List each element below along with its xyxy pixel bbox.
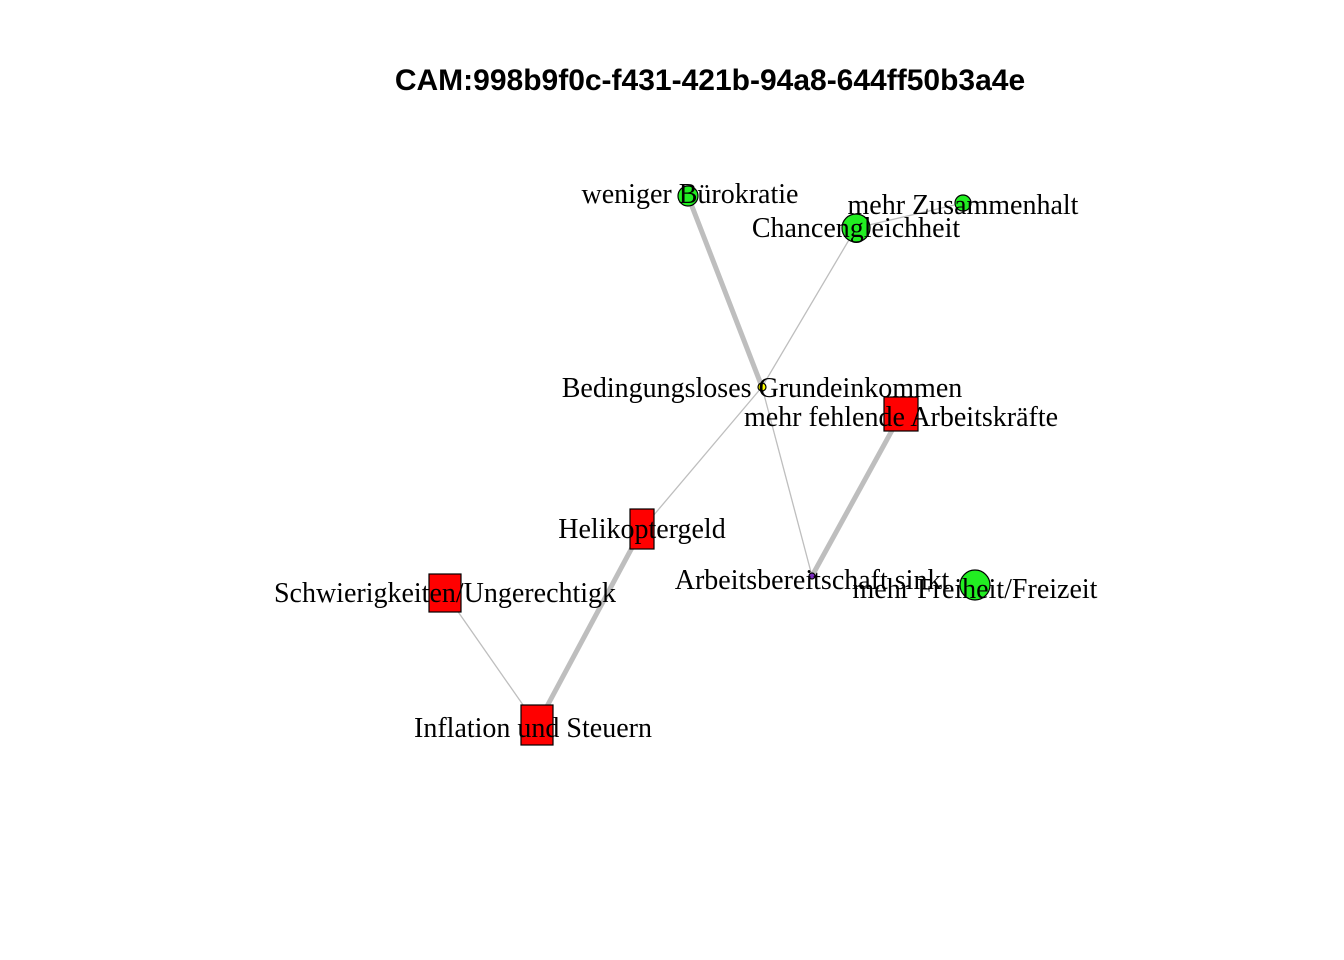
edge-bge-chancen xyxy=(761,227,857,388)
node-bge xyxy=(757,382,767,392)
node-label-bereitschaft: Arbeitsbereitschaft sinkt xyxy=(675,565,950,596)
node-label-zusammenhalt: mehr Zusammenhalt xyxy=(848,190,1079,221)
node-chancen xyxy=(841,213,871,243)
node-buerokratie xyxy=(677,185,699,207)
label-layer: Bedingungsloses Grundeinkommen weniger Bü… xyxy=(274,179,1098,744)
node-label-bge: Bedingungsloses Grundeinkommen xyxy=(562,373,963,404)
node-label-helikopter: Helikoptergeld xyxy=(558,514,725,545)
node-inflation xyxy=(520,704,554,746)
edge-bge-buerokratie xyxy=(685,195,765,388)
node-label-freiheit: mehr Freiheit/Freizeit xyxy=(853,574,1098,605)
edge-layer xyxy=(444,195,964,727)
node-freiheit xyxy=(959,569,991,601)
node-bereitschaft xyxy=(808,572,816,580)
node-arbeitskraefte xyxy=(883,396,919,432)
diagram-title: CAM:998b9f0c-f431-421b-94a8-644ff50b3a4e xyxy=(395,64,1025,97)
edge-chancen-zusammenhalt xyxy=(855,202,964,229)
edge-schwierigkeiten-inflation xyxy=(444,592,538,726)
node-label-arbeitskraefte: mehr fehlende Arbeitskräfte xyxy=(744,402,1058,433)
node-label-schwierigkeiten: Schwierigkeiten/Ungerechtigk xyxy=(274,578,616,609)
edge-bereitschaft-arbeitskraefte xyxy=(809,412,904,578)
edge-bge-bereitschaft xyxy=(761,386,813,577)
node-label-inflation: Inflation und Steuern xyxy=(414,713,652,744)
edge-helikopter-inflation xyxy=(534,527,645,727)
node-label-buerokratie: weniger Bürokratie xyxy=(582,179,799,210)
node-label-chancen: Chancengleichheit xyxy=(752,213,961,244)
node-layer xyxy=(428,185,991,746)
node-helikopter xyxy=(629,508,655,550)
edge-bge-helikopter xyxy=(641,386,763,530)
node-zusammenhalt xyxy=(954,194,972,212)
node-schwierigkeiten xyxy=(428,573,462,613)
